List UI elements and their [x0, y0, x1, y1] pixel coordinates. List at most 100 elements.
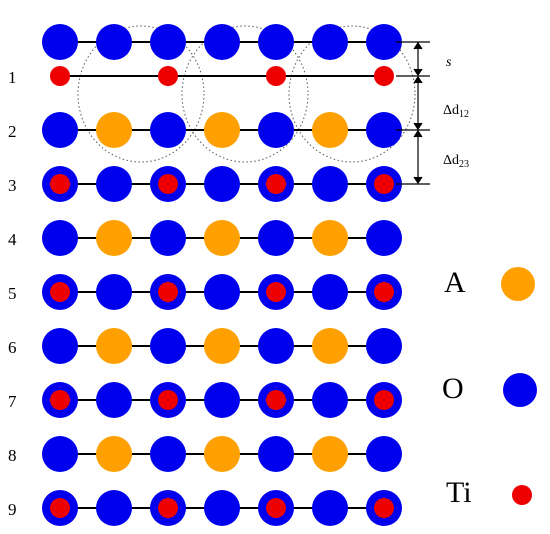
- o-atom: [258, 328, 294, 364]
- o-atom: [258, 24, 294, 60]
- a-atom: [312, 220, 348, 256]
- ti-atom: [50, 282, 70, 302]
- o-atom: [204, 166, 240, 202]
- ti-atom: [374, 282, 394, 302]
- atomic-rows: [42, 24, 402, 526]
- ti-atom: [266, 66, 286, 86]
- row-label-5: 5: [8, 284, 17, 303]
- dotted-ellipse: [288, 25, 416, 163]
- o-atom: [42, 328, 78, 364]
- atom-row: [42, 24, 402, 60]
- ti-atom: [266, 390, 286, 410]
- row-label-7: 7: [8, 392, 17, 411]
- atom-row: [50, 66, 394, 86]
- legend-label-o: O: [442, 372, 464, 405]
- row-label-8: 8: [8, 446, 17, 465]
- o-atom: [96, 24, 132, 60]
- dotted-ellipse: [77, 25, 205, 163]
- o-atom: [366, 328, 402, 364]
- o-atom: [150, 220, 186, 256]
- ti-atom: [266, 174, 286, 194]
- o-atom: [312, 24, 348, 60]
- atom-row: [42, 220, 402, 256]
- atom-row: [42, 382, 402, 418]
- o-atom: [42, 436, 78, 472]
- row-label-3: 3: [8, 176, 17, 195]
- o-atom: [150, 112, 186, 148]
- atom-row: [42, 328, 402, 364]
- ti-atom: [158, 282, 178, 302]
- ti-atom: [158, 498, 178, 518]
- o-atom: [96, 382, 132, 418]
- o-atom: [366, 436, 402, 472]
- ti-atom: [158, 390, 178, 410]
- row-label-1: 1: [8, 68, 17, 87]
- o-atom: [258, 220, 294, 256]
- a-atom: [96, 112, 132, 148]
- o-atom: [150, 436, 186, 472]
- a-atom: [96, 436, 132, 472]
- o-atom: [366, 112, 402, 148]
- row-labels: 1 2 3 4 5 6 7 8 9: [8, 68, 17, 519]
- row-label-2: 2: [8, 122, 17, 141]
- atom-row: [42, 112, 402, 148]
- legend-swatch-o: [503, 373, 537, 407]
- o-atom: [312, 166, 348, 202]
- d23-label: Δd23: [443, 153, 469, 170]
- atom-row: [42, 274, 402, 310]
- ti-atom: [158, 174, 178, 194]
- ti-atom: [50, 498, 70, 518]
- o-atom: [42, 220, 78, 256]
- o-atom: [258, 436, 294, 472]
- o-atom: [366, 220, 402, 256]
- d23-arrowhead-bottom: [413, 176, 423, 185]
- ti-atom: [374, 498, 394, 518]
- o-atom: [204, 382, 240, 418]
- measurement-labels: s Δd12 Δd23: [443, 55, 469, 170]
- o-atom: [366, 24, 402, 60]
- o-atom: [150, 24, 186, 60]
- measurement-brackets: [396, 41, 430, 185]
- o-atom: [312, 274, 348, 310]
- a-atom: [96, 220, 132, 256]
- ti-atom: [374, 174, 394, 194]
- ti-atom: [158, 66, 178, 86]
- ti-atom: [266, 498, 286, 518]
- atom-row: [42, 436, 402, 472]
- legend: A O Ti: [442, 266, 537, 509]
- o-atom: [204, 490, 240, 526]
- s-label: s: [446, 55, 452, 70]
- a-atom: [204, 328, 240, 364]
- o-atom: [42, 24, 78, 60]
- dotted-ellipses: [77, 25, 416, 163]
- a-atom: [312, 112, 348, 148]
- ti-atom: [266, 282, 286, 302]
- legend-label-ti: Ti: [446, 476, 472, 509]
- o-atom: [150, 328, 186, 364]
- ti-atom: [50, 390, 70, 410]
- d12-label: Δd12: [443, 103, 469, 120]
- o-atom: [96, 274, 132, 310]
- d12-arrowhead-top: [413, 75, 423, 84]
- atom-row: [42, 490, 402, 526]
- a-atom: [204, 112, 240, 148]
- o-atom: [42, 112, 78, 148]
- o-atom: [96, 490, 132, 526]
- d12-arrowhead-bottom: [413, 122, 423, 131]
- row-label-6: 6: [8, 338, 17, 357]
- legend-swatch-a: [501, 267, 535, 301]
- a-atom: [312, 328, 348, 364]
- ti-atom: [50, 174, 70, 194]
- ti-atom: [50, 66, 70, 86]
- o-atom: [258, 112, 294, 148]
- row-label-4: 4: [8, 230, 17, 249]
- s-arrowhead-top: [413, 41, 423, 50]
- o-atom: [96, 166, 132, 202]
- a-atom: [96, 328, 132, 364]
- a-atom: [312, 436, 348, 472]
- o-atom: [204, 24, 240, 60]
- row-label-9: 9: [8, 500, 17, 519]
- legend-swatch-ti: [512, 485, 532, 505]
- ti-atom: [374, 390, 394, 410]
